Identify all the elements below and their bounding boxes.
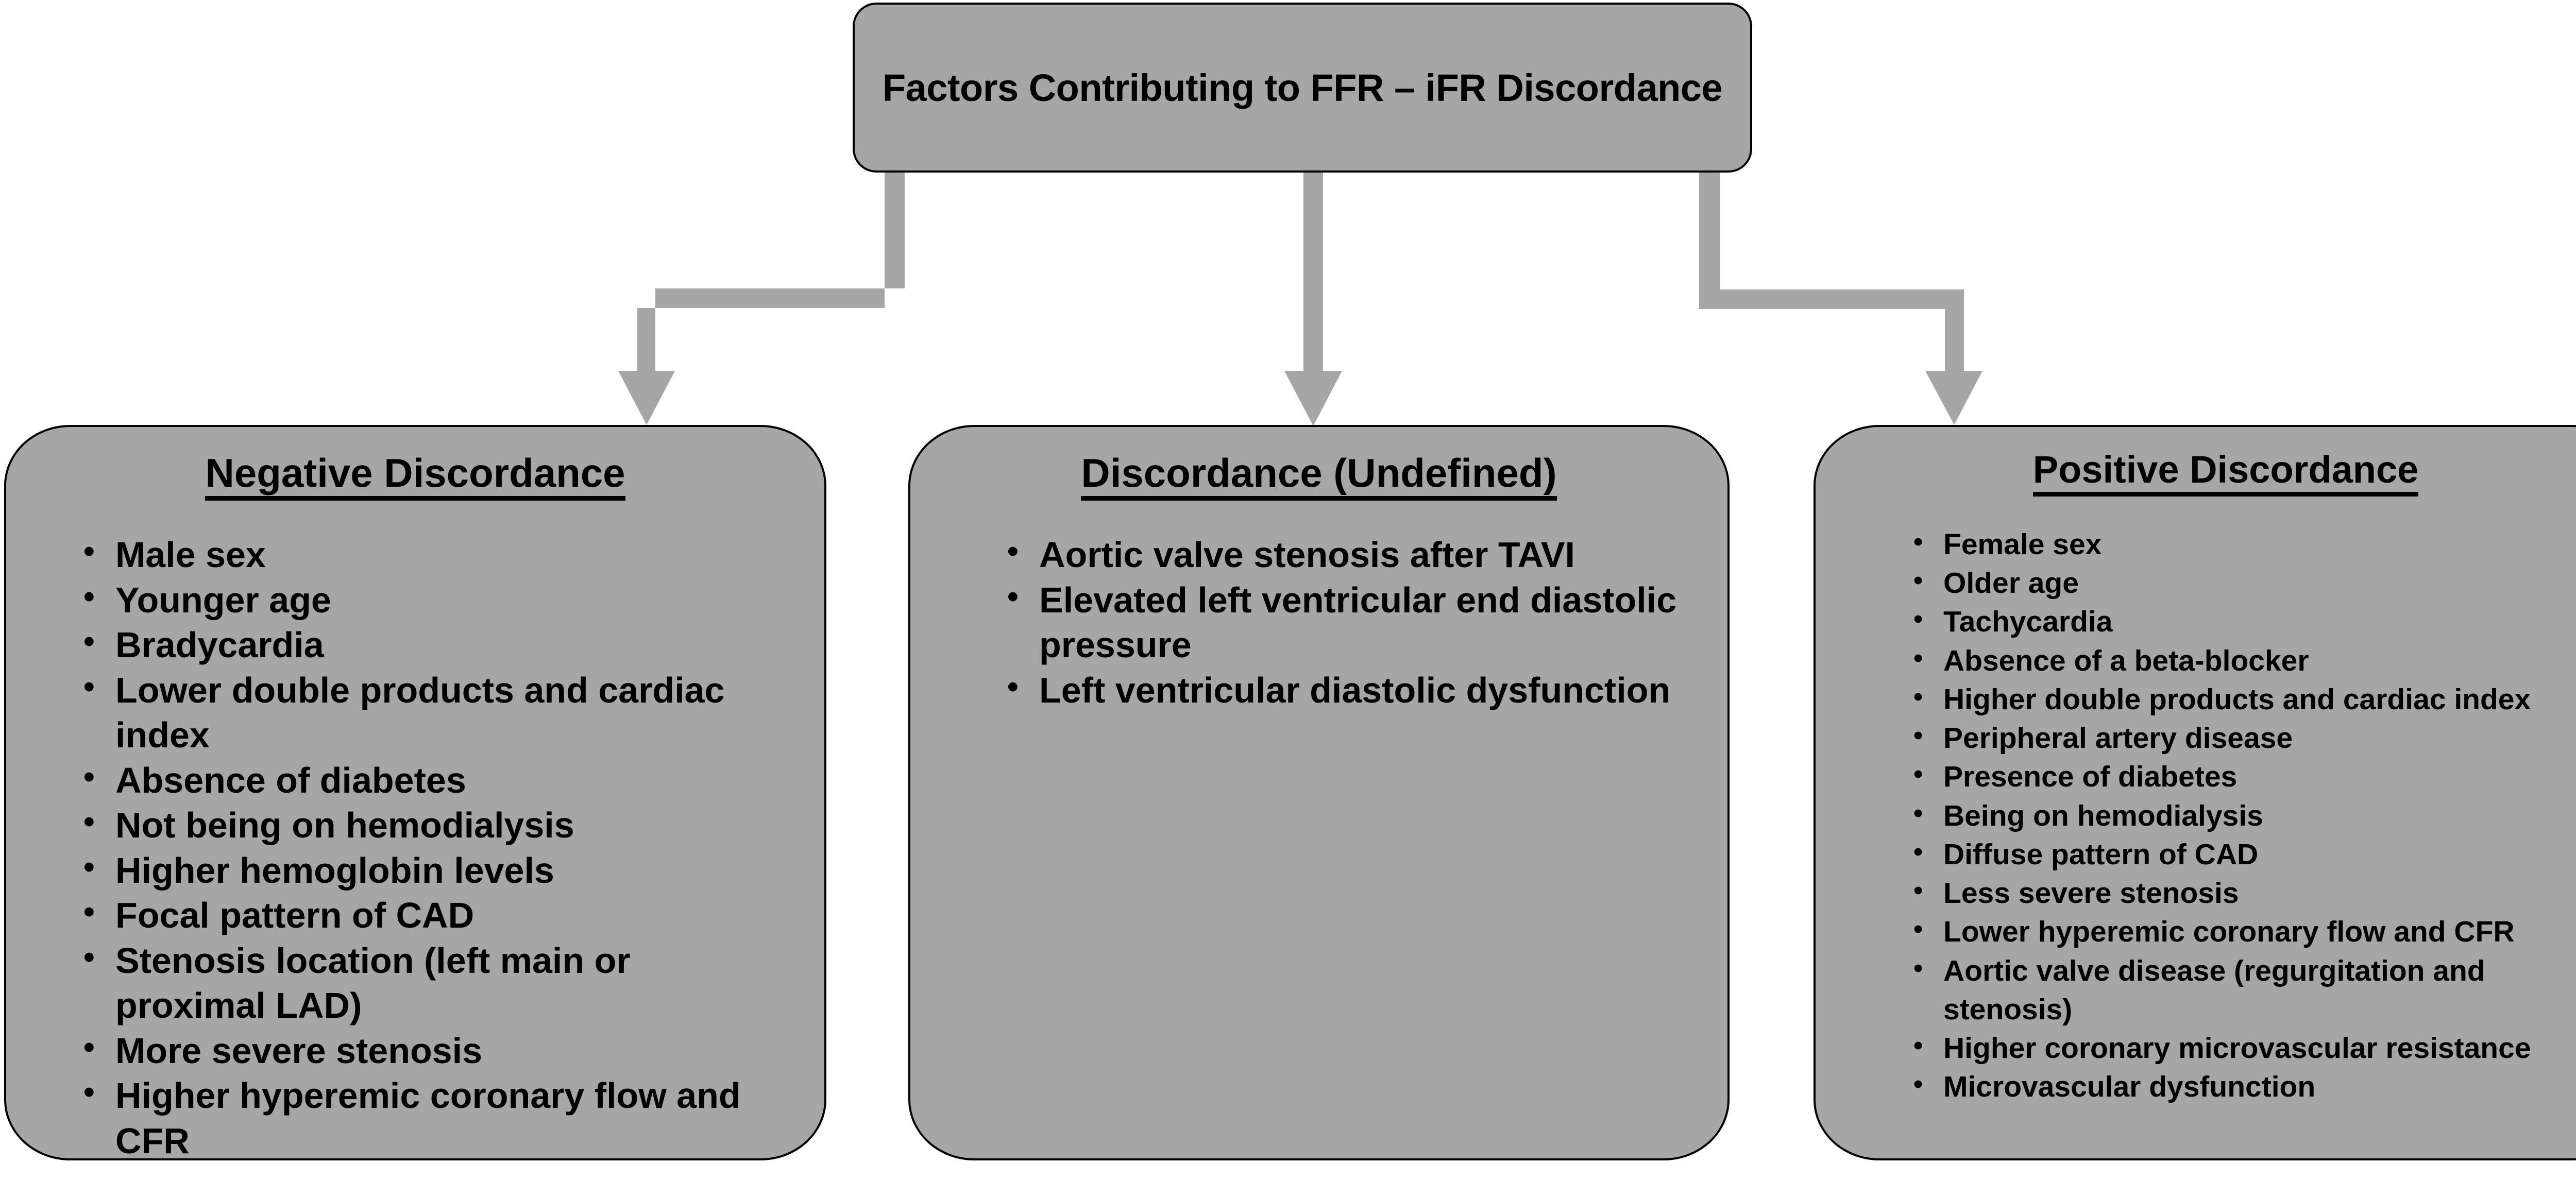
list-item: Younger age [83,577,788,623]
column-discordance-undefined: Discordance (Undefined) Aortic valve ste… [908,425,1730,1160]
list-item: Microvascular dysfunction [1913,1067,2576,1106]
factor-list-negative: Male sex Younger age Bradycardia Lower d… [83,532,788,1164]
list-item: Elevated left ventricular end diastolic … [1007,577,1681,668]
list-item: Lower double products and cardiac index [83,667,788,758]
list-item: Female sex [1913,524,2576,564]
column-heading-positive-label: Positive Discordance [2032,451,2419,497]
connector-to-undefined [1284,173,1342,426]
column-negative-discordance: Negative Discordance Male sex Younger ag… [4,425,826,1161]
list-item: More severe stenosis [83,1028,788,1074]
list-item: Not being on hemodialysis [83,802,788,848]
connector-to-positive [1699,173,1982,425]
page-title: Factors Contributing to FFR – iFR Discor… [882,66,1723,109]
list-item: Presence of diabetes [1913,757,2576,796]
connector-to-negative [618,173,905,425]
list-item: Higher double products and cardiac index [1913,679,2576,719]
list-item: Male sex [83,532,788,578]
factor-list-undefined: Aortic valve stenosis after TAVI Elevate… [1007,532,1681,713]
list-item: Diffuse pattern of CAD [1913,834,2576,874]
list-item: Higher hyperemic coronary flow and CFR [83,1072,788,1164]
list-item: Peripheral artery disease [1913,718,2576,758]
factor-list-positive: Female sex Older age Tachycardia Absence… [1913,524,2576,1107]
list-item: Left ventricular diastolic dysfunction [1007,667,1681,713]
list-item: Higher coronary microvascular resistance [1913,1028,2576,1068]
column-positive-discordance: Positive Discordance Female sex Older ag… [1814,425,2576,1160]
list-item: Aortic valve stenosis after TAVI [1007,532,1681,578]
list-item: Lower hyperemic coronary flow and CFR [1913,912,2576,951]
diagram-title-box: Factors Contributing to FFR – iFR Discor… [853,3,1752,173]
list-item: Bradycardia [83,622,788,668]
list-item: Absence of a beta-blocker [1913,641,2576,680]
list-item: Absence of diabetes [83,757,788,803]
list-item: Higher hemoglobin levels [83,847,788,894]
list-item: Being on hemodialysis [1913,796,2576,835]
list-item: Less severe stenosis [1913,873,2576,913]
list-item: Tachycardia [1913,602,2576,641]
list-item: Focal pattern of CAD [83,892,788,938]
column-heading-undefined: Discordance (Undefined) [910,453,1727,501]
list-item: Older age [1913,563,2576,603]
column-heading-positive: Positive Discordance [1816,451,2576,497]
list-item: Aortic valve disease (regurgitation and … [1913,951,2576,1029]
list-item: Stenosis location (left main or proximal… [83,937,788,1029]
column-heading-negative-label: Negative Discordance [205,453,625,501]
column-heading-undefined-label: Discordance (Undefined) [1081,453,1557,501]
column-heading-negative: Negative Discordance [6,453,824,501]
